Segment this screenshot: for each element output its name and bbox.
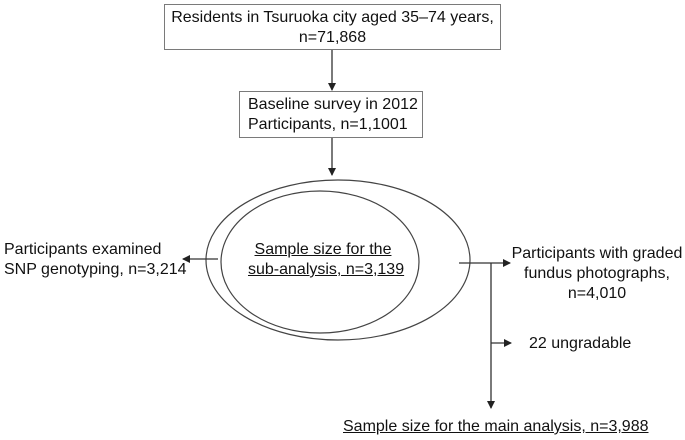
population-box: Residents in Tsuruoka city aged 35–74 ye… bbox=[164, 4, 501, 50]
main-analysis-label: Sample size for the main analysis, n=3,9… bbox=[343, 418, 649, 435]
sub-analysis-line1: Sample size for the bbox=[254, 241, 392, 258]
population-line2: n=71,868 bbox=[298, 29, 367, 46]
baseline-box: Baseline survey in 2012 Participants, n=… bbox=[239, 91, 423, 138]
fundus-label: Participants with graded fundus photogra… bbox=[511, 244, 683, 304]
population-line1: Residents in Tsuruoka city aged 35–74 ye… bbox=[171, 9, 494, 26]
fundus-line2: fundus photographs, bbox=[524, 265, 670, 282]
baseline-line2: Participants, n=1,1001 bbox=[248, 116, 408, 133]
baseline-line1: Baseline survey in 2012 bbox=[248, 96, 418, 113]
ungradable-label: 22 ungradable bbox=[529, 335, 632, 352]
sub-analysis-label: Sample size for the sub-analysis, n=3,13… bbox=[248, 240, 405, 280]
fundus-ellipse bbox=[205, 179, 471, 341]
snp-line2: SNP genotyping, n=3,214 bbox=[4, 261, 187, 278]
snp-line1: Participants examined bbox=[4, 241, 162, 258]
sub-analysis-line2: sub-analysis, n=3,139 bbox=[248, 261, 405, 278]
fundus-line1: Participants with graded bbox=[511, 245, 683, 262]
snp-ellipse bbox=[220, 190, 420, 334]
fundus-line3: n=4,010 bbox=[567, 285, 627, 302]
snp-label: Participants examined SNP genotyping, n=… bbox=[4, 240, 187, 280]
